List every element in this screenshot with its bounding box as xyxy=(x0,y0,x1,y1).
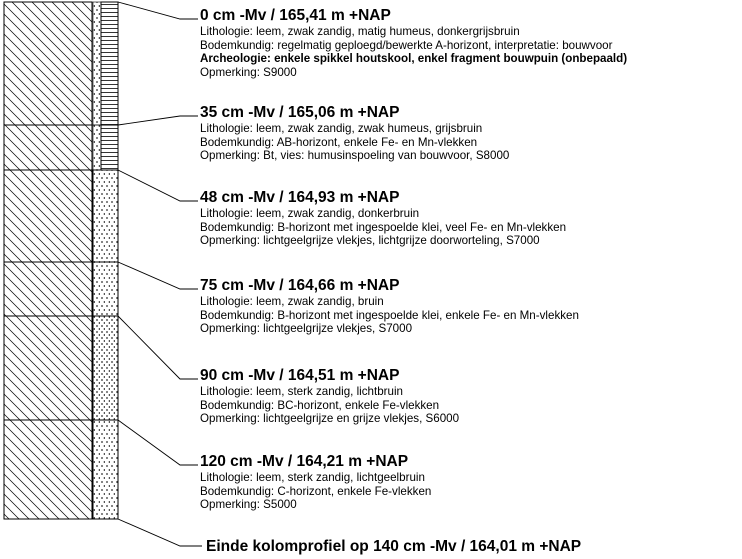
end-connector-line xyxy=(117,518,202,547)
layer-connector-line xyxy=(117,315,198,380)
layer-connector-line xyxy=(117,261,198,290)
column-hatch-segment xyxy=(3,1,93,126)
column-hatch-segment xyxy=(3,261,93,317)
column-humus-segment xyxy=(100,124,119,171)
layer-description-line: Bodemkundig: B-horizont met ingespoelde … xyxy=(200,220,567,234)
layer-description-line: Bodemkundig: AB-horizont, enkele Fe- en … xyxy=(200,135,478,149)
layer-depth-title: 0 cm -Mv / 165,41 m +NAP xyxy=(200,7,391,24)
layer-description-line: Bodemkundig: B-horizont met ingespoelde … xyxy=(200,308,579,322)
profile-end-note: Einde kolomprofiel op 140 cm -Mv / 164,0… xyxy=(206,538,582,555)
layer-depth-title: 75 cm -Mv / 164,66 m +NAP xyxy=(200,277,400,294)
column-texture-segment xyxy=(92,419,119,520)
layer-description-line: Lithologie: leem, zwak zandig, bruin xyxy=(200,295,384,308)
column-hatch-segment xyxy=(3,315,93,421)
column-texture-segment xyxy=(92,169,119,263)
layer-depth-title: 120 cm -Mv / 164,21 m +NAP xyxy=(200,453,409,470)
column-layers xyxy=(3,1,119,520)
layer-description-line: Lithologie: leem, zwak zandig, donkerbru… xyxy=(200,207,420,220)
column-texture-segment xyxy=(92,124,102,171)
layer-description-line: Opmerking: lichtgeelgrijze vlekjes, lich… xyxy=(200,234,540,248)
layer-description-line: Opmerking: S9000 xyxy=(200,65,297,79)
layer-description-line: Lithologie: leem, zwak zandig, zwak hume… xyxy=(200,122,483,135)
layer-connector-line xyxy=(117,169,198,202)
column-texture-segment xyxy=(92,315,119,421)
layer-depth-title: 90 cm -Mv / 164,51 m +NAP xyxy=(200,367,400,384)
layer-description-line: Archeologie: enkele spikkel houtskool, e… xyxy=(200,52,628,66)
layer-depth-title: 35 cm -Mv / 165,06 m +NAP xyxy=(200,104,400,121)
layer-description-line: Opmerking: S5000 xyxy=(200,498,297,512)
column-hatch-segment xyxy=(3,169,93,263)
layer-description-line: Bodemkundig: BC-horizont, enkele Fe-vlek… xyxy=(200,398,440,412)
layer-description-line: Lithologie: leem, zwak zandig, matig hum… xyxy=(200,25,520,38)
connector-lines xyxy=(117,1,202,547)
layer-description-line: Opmerking: lichtgeelgrijze vlekjes, S700… xyxy=(200,322,413,336)
column-humus-segment xyxy=(100,1,119,126)
column-hatch-segment xyxy=(3,419,93,520)
layer-description-line: Opmerking: lichtgeelgrijze en grijze vle… xyxy=(200,412,460,426)
column-hatch-segment xyxy=(3,124,93,171)
layer-description-line: Lithologie: leem, sterk zandig, lichtbru… xyxy=(200,385,403,398)
layer-connector-line xyxy=(117,419,198,466)
layer-connector-line xyxy=(117,1,198,20)
layer-description-line: Bodemkundig: regelmatig geploegd/bewerkt… xyxy=(200,38,613,52)
layer-description-line: Lithologie: leem, sterk zandig, lichtgee… xyxy=(200,471,425,484)
column-texture-segment xyxy=(92,261,119,317)
column-texture-segment xyxy=(92,1,102,126)
layer-depth-title: 48 cm -Mv / 164,93 m +NAP xyxy=(200,189,400,206)
layer-description-line: Opmerking: Bt, vies: humusinspoeling van… xyxy=(200,149,510,163)
layer-description-line: Bodemkundig: C-horizont, enkele Fe-vlekk… xyxy=(200,484,432,498)
layer-connector-line xyxy=(117,115,198,126)
